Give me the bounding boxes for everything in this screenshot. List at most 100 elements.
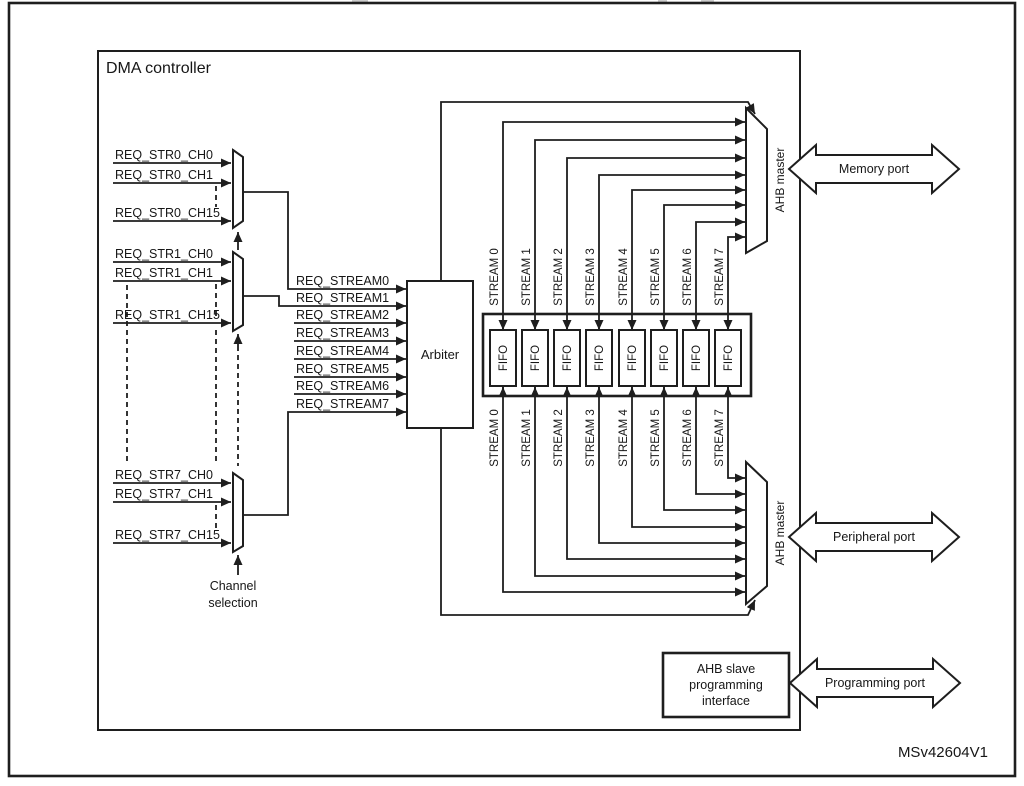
stream-bottom-0	[502, 386, 745, 597]
fifo-label-4: FIFO	[627, 345, 639, 371]
fifo-box-2	[553, 329, 581, 387]
channel-mux-1	[232, 250, 244, 333]
req-label: REQ_STR0_CH15	[115, 206, 220, 220]
ahb-slave-line2: programming	[689, 678, 763, 692]
channel-selection-label: Channel selection	[208, 579, 257, 610]
channel-selection-line2: selection	[208, 596, 257, 610]
stream-bottom-6	[695, 386, 745, 499]
memory-port-arrow	[787, 142, 961, 196]
fifo-label-3: FIFO	[594, 345, 606, 371]
stream-top-7	[727, 232, 745, 331]
stream-label-top-1: STREAM 1	[521, 248, 533, 306]
stream-label-top-0: STREAM 0	[489, 248, 501, 306]
req-stream-label-1: REQ_STREAM1	[296, 291, 389, 305]
channel-group-0: REQ_STR0_CH0 REQ_STR0_CH1 REQ_STR0_CH15	[113, 148, 231, 226]
peripheral-port-label: Peripheral port	[833, 530, 916, 544]
memory-port-label: Memory port	[839, 162, 910, 176]
stream-label-bottom-4: STREAM 4	[618, 409, 630, 467]
req-label: REQ_STR0_CH0	[115, 148, 213, 162]
programming-port-label: Programming port	[825, 676, 926, 690]
fifo-boxes: FIFO FIFO FIFO FIFO FIFO FIFO FIFO FIFO	[489, 329, 742, 387]
ahb-slave-box	[661, 651, 791, 719]
stream-top-5	[663, 200, 745, 331]
stream-top-0	[502, 117, 745, 331]
stream-label-bottom-7: STREAM 7	[714, 409, 726, 467]
fifo-label-7: FIFO	[723, 345, 735, 371]
req-stream-label-0: REQ_STREAM0	[296, 274, 389, 288]
req-stream-line-7	[243, 407, 406, 516]
fifo-box-6	[682, 329, 710, 387]
stream-label-bottom-6: STREAM 6	[682, 409, 694, 467]
req-stream-label-6: REQ_STREAM6	[296, 379, 389, 393]
req-stream-label-4: REQ_STREAM4	[296, 344, 389, 358]
ahb-master-peripheral-label: AHB master	[773, 501, 787, 566]
channel-muxes	[232, 148, 244, 575]
stream-label-top-6: STREAM 6	[682, 248, 694, 306]
req-stream-label-5: REQ_STREAM5	[296, 362, 389, 376]
fifo-label-0: FIFO	[498, 345, 510, 371]
req-stream-label-2: REQ_STREAM2	[296, 308, 389, 322]
arbiter-box	[406, 280, 474, 429]
ahb-master-peripheral-shape	[745, 459, 768, 607]
stream-label-bottom-3: STREAM 3	[585, 409, 597, 467]
stream-label-top-2: STREAM 2	[553, 248, 565, 306]
fifo-label-1: FIFO	[530, 345, 542, 371]
channel-mux-0	[232, 148, 244, 230]
stream-label-bottom-1: STREAM 1	[521, 409, 533, 467]
arbiter-label: Arbiter	[421, 347, 460, 362]
stream-label-bottom-0: STREAM 0	[489, 409, 501, 467]
ahb-slave-line1: AHB slave	[697, 662, 755, 676]
stream-top-2	[566, 153, 745, 331]
stream-lines-bottom: STREAM 0 STREAM 1 STREAM 2 STREAM 3 STRE…	[489, 386, 745, 597]
stream-lines-top: STREAM 0 STREAM 1 STREAM 2 STREAM 3 STRE…	[489, 117, 745, 331]
arbiter-to-memory-master-line	[440, 101, 756, 281]
channel-group-1: REQ_STR1_CH0 REQ_STR1_CH1 REQ_STR1_CH15	[113, 247, 231, 328]
stream-label-top-7: STREAM 7	[714, 248, 726, 306]
stream-bottom-2	[566, 386, 745, 564]
stream-bottom-5	[663, 386, 745, 515]
continuation-dashes	[126, 186, 239, 530]
fifo-label-2: FIFO	[562, 345, 574, 371]
req-stream-label-7: REQ_STREAM7	[296, 397, 389, 411]
fifo-box-0	[489, 329, 517, 387]
stream-bottom-3	[598, 386, 745, 548]
cropped-caption-artifact	[352, 0, 714, 3]
fifo-box-4	[618, 329, 646, 387]
channel-mux-7	[232, 471, 244, 554]
req-label: REQ_STR7_CH1	[115, 487, 213, 501]
figure-reference-code: MSv42604V1	[898, 744, 988, 761]
stream-top-3	[598, 170, 745, 331]
stream-label-top-4: STREAM 4	[618, 248, 630, 306]
req-label: REQ_STR1_CH15	[115, 308, 220, 322]
programming-port-arrow	[788, 656, 962, 710]
req-stream-line-0	[243, 191, 406, 294]
dma-controller-title: DMA controller	[106, 60, 212, 77]
arbiter-to-peripheral-master-line	[440, 428, 756, 616]
channel-selection-line1: Channel	[210, 579, 257, 593]
stream-label-top-5: STREAM 5	[650, 248, 662, 306]
req-label: REQ_STR1_CH0	[115, 247, 213, 261]
req-stream-label-3: REQ_STREAM3	[296, 326, 389, 340]
fifo-label-6: FIFO	[691, 345, 703, 371]
ahb-master-memory-shape	[745, 105, 768, 255]
stream-bottom-7	[727, 386, 745, 483]
req-stream-line-1	[243, 295, 406, 311]
stream-label-top-3: STREAM 3	[585, 248, 597, 306]
channel-group-7: REQ_STR7_CH0 REQ_STR7_CH1 REQ_STR7_CH15	[113, 468, 231, 548]
fifo-box-7	[714, 329, 742, 387]
fifo-box-5	[650, 329, 678, 387]
fifo-box-3	[585, 329, 613, 387]
stream-top-4	[631, 185, 745, 331]
req-stream-lines: REQ_STREAM0 REQ_STREAM1 REQ_STREAM2 REQ_…	[243, 191, 406, 516]
peripheral-port-arrow	[787, 510, 961, 564]
stream-top-6	[695, 217, 745, 331]
req-label: REQ_STR1_CH1	[115, 266, 213, 280]
ahb-master-memory-label: AHB master	[773, 148, 787, 213]
stream-label-bottom-5: STREAM 5	[650, 409, 662, 467]
fifo-box-1	[521, 329, 549, 387]
req-label: REQ_STR0_CH1	[115, 168, 213, 182]
stream-bottom-4	[631, 386, 745, 532]
ahb-slave-line3: interface	[702, 694, 750, 708]
req-label: REQ_STR7_CH15	[115, 528, 220, 542]
